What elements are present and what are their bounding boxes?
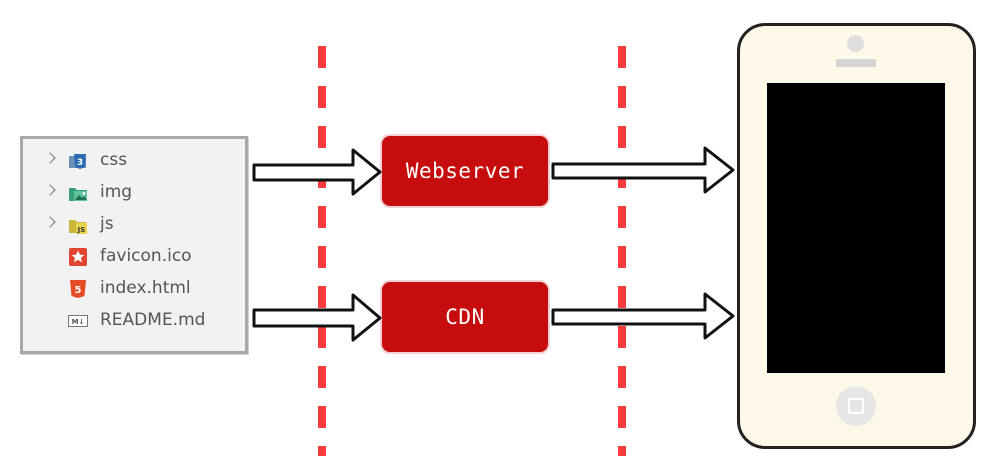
file-explorer: 3 css img JS js favicon.ico 5 xyxy=(20,136,248,354)
boundary-line-right xyxy=(618,46,626,456)
boundary-line-left xyxy=(318,46,326,456)
css-folder-icon: 3 xyxy=(69,154,86,169)
tree-item-css[interactable]: 3 css xyxy=(23,145,245,175)
file-name: index.html xyxy=(100,278,191,298)
js-folder-icon: JS xyxy=(69,220,87,234)
arrow-webserver-to-phone xyxy=(551,146,735,194)
home-square-icon xyxy=(848,398,864,414)
cdn-label: CDN xyxy=(445,305,485,329)
favicon-icon xyxy=(69,248,87,266)
tree-item-favicon[interactable]: favicon.ico xyxy=(23,241,245,271)
webserver-box: Webserver xyxy=(382,136,548,206)
camera-icon xyxy=(847,35,864,52)
svg-text:JS: JS xyxy=(77,226,86,234)
file-name: js xyxy=(100,214,114,234)
tree-item-img[interactable]: img xyxy=(23,177,245,207)
html5-icon: 5 xyxy=(70,280,86,298)
arrow-files-to-webserver xyxy=(252,148,382,196)
arrow-files-to-cdn xyxy=(252,293,382,342)
file-name: css xyxy=(100,150,128,170)
webserver-label: Webserver xyxy=(405,159,525,183)
tree-item-js[interactable]: JS js xyxy=(23,209,245,239)
svg-text:5: 5 xyxy=(75,285,82,296)
tree-item-readme[interactable]: M↓ README.md xyxy=(23,305,245,335)
file-name: favicon.ico xyxy=(100,246,192,266)
file-name: README.md xyxy=(100,310,206,330)
file-name: img xyxy=(100,182,133,202)
phone-screen xyxy=(767,83,945,373)
home-button[interactable] xyxy=(836,386,876,426)
svg-text:3: 3 xyxy=(77,158,83,168)
speaker-icon xyxy=(836,59,876,67)
cdn-box: CDN xyxy=(382,282,548,352)
image-folder-icon xyxy=(69,188,87,201)
svg-text:M↓: M↓ xyxy=(72,318,85,326)
phone-device xyxy=(737,23,976,449)
tree-item-index-html[interactable]: 5 index.html xyxy=(23,273,245,303)
arrow-cdn-to-phone xyxy=(551,292,735,340)
markdown-icon: M↓ xyxy=(68,315,88,327)
